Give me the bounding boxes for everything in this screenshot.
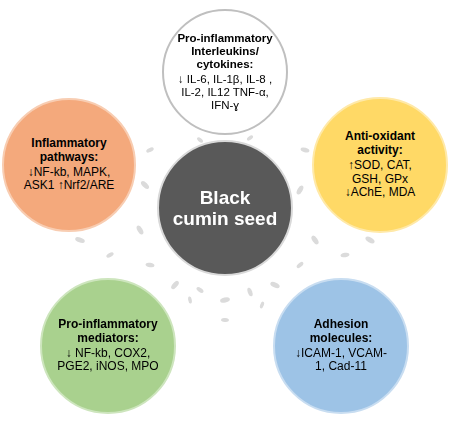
- effect-circle: Inflammatory pathways:↓NF-kb, MAPK, ASK1…: [2, 98, 136, 232]
- node-heading: Anti-oxidant activity:: [333, 130, 428, 157]
- node-heading: Pro-inflammatory mediators:: [56, 318, 161, 345]
- node-body: ↓ NF-kb, COX2, PGE2, iNOS, MPO: [56, 347, 161, 374]
- node-heading: Inflammatory pathways:: [19, 137, 119, 164]
- effect-circle: Pro-inflammatory mediators:↓ NF-kb, COX2…: [40, 278, 176, 414]
- node-heading: Black cumin seed: [170, 187, 280, 230]
- effect-circle: Adhesion molecules:↓ICAM-1, VCAM-1, Cad-…: [273, 278, 409, 414]
- node-heading: Adhesion molecules:: [294, 318, 389, 345]
- effect-circle: Anti-oxidant activity:↑SOD, CAT, GSH, GP…: [312, 97, 448, 233]
- node-body: ↓ICAM-1, VCAM-1, Cad-11: [294, 347, 389, 374]
- effect-circle: Pro-inflammatory Interleukins/ cytokines…: [162, 9, 288, 135]
- center-circle: Black cumin seed: [157, 140, 293, 276]
- node-body: ↓ IL-6, IL-1β, IL-8 , IL-2, IL12 TNF-α, …: [175, 73, 275, 112]
- node-body: ↑SOD, CAT, GSH, GPx ↓AChE, MDA: [333, 159, 428, 199]
- node-body: ↓NF-kb, MAPK, ASK1 ↑Nrf2/ARE: [19, 166, 119, 193]
- node-heading: Pro-inflammatory Interleukins/ cytokines…: [175, 32, 275, 71]
